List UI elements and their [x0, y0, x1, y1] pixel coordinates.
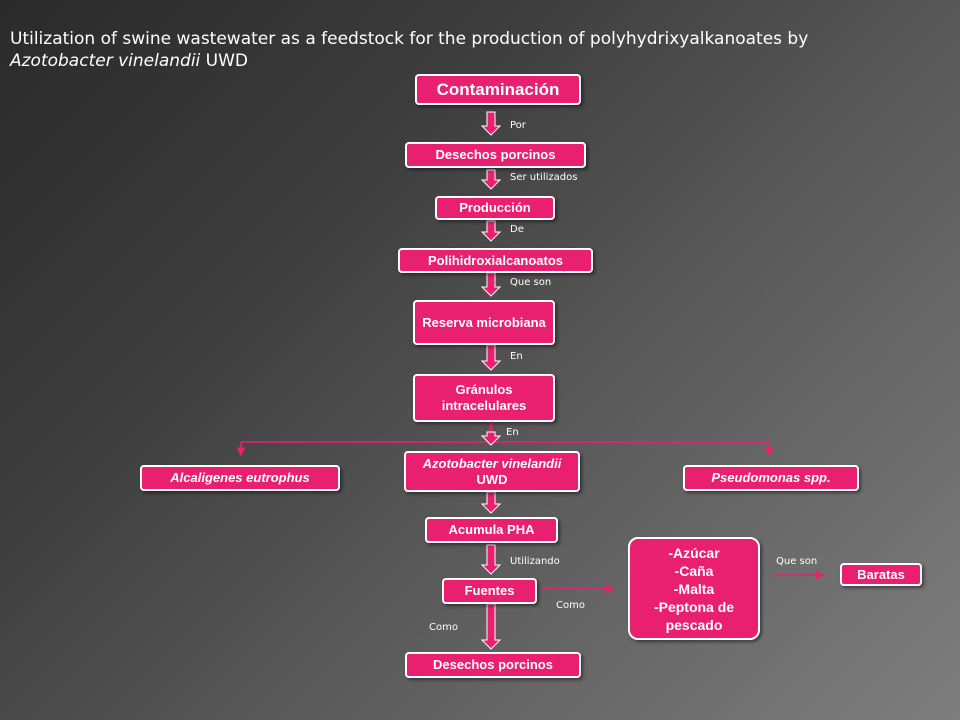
title-line-1: Utilization of swine wastewater as a fee…	[10, 29, 809, 49]
horizontal-arrows	[542, 570, 825, 594]
arrow-acumula-fuentes	[480, 544, 502, 575]
label-que-son-2: Que son	[776, 556, 818, 567]
block-arrows	[480, 111, 502, 650]
label-por: Por	[510, 120, 526, 131]
slide-title: Utilization of swine wastewater as a fee…	[10, 28, 910, 72]
azotobacter-species: Azotobacter vinelandii	[422, 455, 562, 471]
arrow-desechos-produccion	[480, 169, 502, 190]
arrow-polihidroxi-reserva	[480, 272, 502, 297]
arrow-azotobacter-acumula	[480, 491, 502, 514]
label-en-2: En	[506, 427, 519, 438]
label-como-1: Como	[556, 600, 585, 611]
list-item-azucar: -Azúcar	[668, 544, 720, 561]
azotobacter-strain: UWD	[476, 471, 508, 487]
arrow-fuentes-desechos	[480, 603, 502, 650]
node-reserva-microbiana: Reserva microbiana	[413, 300, 555, 345]
node-azotobacter: Azotobacter vinelandii UWD	[404, 451, 580, 492]
label-como-2: Como	[429, 622, 458, 633]
node-acumula-pha: Acumula PHA	[425, 517, 558, 543]
label-de: De	[510, 224, 524, 235]
node-alcaligenes: Alcaligenes eutrophus	[140, 465, 340, 491]
title-species: Azotobacter vinelandii	[10, 51, 201, 71]
list-item-cana: -Caña	[674, 562, 714, 579]
arrow-produccion-polihidroxi	[480, 220, 502, 242]
list-item-peptona: -Peptona de pescado	[653, 598, 735, 633]
node-desechos-porcinos-2: Desechos porcinos	[405, 652, 581, 678]
label-ser-utilizados: Ser utilizados	[510, 172, 578, 183]
label-utilizando: Utilizando	[510, 556, 560, 567]
title-strain: UWD	[200, 51, 249, 71]
node-polihidroxialcanoatos: Polihidroxialcanoatos	[398, 248, 593, 273]
label-en-1: En	[510, 351, 523, 362]
branch-connector	[236, 422, 774, 457]
arrow-reserva-granulos	[480, 344, 502, 371]
title-line-2: Azotobacter vinelandii UWD	[10, 50, 910, 72]
node-azucar-list: -Azúcar -Caña -Malta -Peptona de pescado	[628, 537, 760, 640]
node-contaminacion: Contaminación	[415, 74, 581, 105]
node-fuentes: Fuentes	[442, 578, 537, 604]
node-granulos-intracelulares: Gránulos intracelulares	[413, 374, 555, 422]
arrow-contaminacion-desechos	[480, 111, 502, 136]
node-desechos-porcinos-1: Desechos porcinos	[405, 142, 586, 168]
node-pseudomonas: Pseudomonas spp.	[683, 465, 859, 491]
node-produccion: Producción	[435, 196, 555, 220]
node-baratas: Baratas	[840, 563, 922, 586]
label-que-son-1: Que son	[510, 277, 552, 288]
list-item-malta: -Malta	[673, 580, 715, 597]
